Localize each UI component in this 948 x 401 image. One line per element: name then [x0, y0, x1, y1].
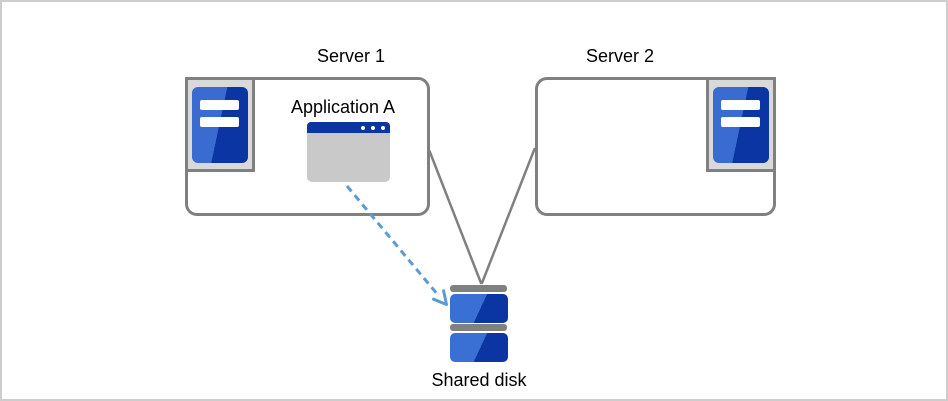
server-slot-icon — [721, 117, 760, 127]
window-titlebar — [307, 122, 390, 133]
disk-bar-icon — [450, 285, 507, 292]
shared-disk-label: Shared disk — [431, 370, 527, 390]
window-body — [307, 133, 390, 182]
application-label: Application A — [290, 97, 396, 117]
window-dot-icon — [361, 125, 365, 130]
window-dot-icon — [371, 125, 375, 130]
window-dot-icon — [381, 125, 385, 130]
disk-platter-icon — [450, 333, 508, 362]
application-window-icon — [307, 122, 390, 182]
connector-server2-to-disk — [480, 147, 536, 285]
disk-platter-icon — [450, 294, 508, 323]
server-slot-icon — [200, 100, 239, 110]
server1-label: Server 1 — [316, 46, 386, 66]
disk-bar-icon — [450, 324, 507, 331]
server-slot-icon — [200, 117, 239, 127]
connector-server1-to-disk — [428, 149, 483, 285]
server-tower-body — [713, 87, 769, 163]
shared-disk-icon — [450, 285, 508, 363]
server-tower-body — [192, 87, 248, 163]
arrowhead-icon — [432, 289, 448, 306]
server2-tower-icon — [706, 77, 776, 172]
server1-tower-icon — [185, 77, 255, 172]
server-slot-icon — [721, 100, 760, 110]
server2-label: Server 2 — [585, 46, 655, 66]
